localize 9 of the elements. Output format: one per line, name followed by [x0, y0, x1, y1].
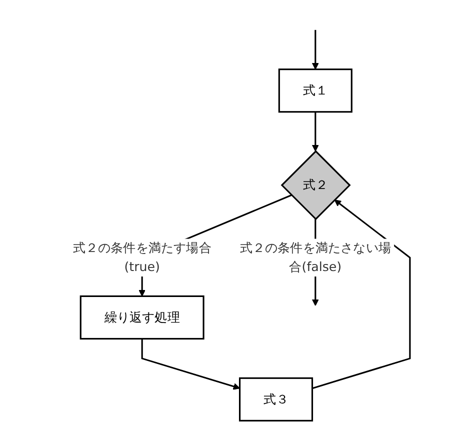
- node-diamond: 式２: [281, 150, 352, 220]
- node-box: 式３: [239, 377, 314, 422]
- node-box: 繰り返す処理: [80, 295, 205, 340]
- edge-label: 式２の条件を満たさない場合(false): [240, 240, 392, 274]
- node-box: 式１: [278, 68, 353, 113]
- arrow: [312, 112, 320, 152]
- edge-label: 式２の条件を満たす場合(true): [73, 240, 212, 274]
- arrow: [142, 338, 240, 390]
- arrow: [312, 30, 320, 70]
